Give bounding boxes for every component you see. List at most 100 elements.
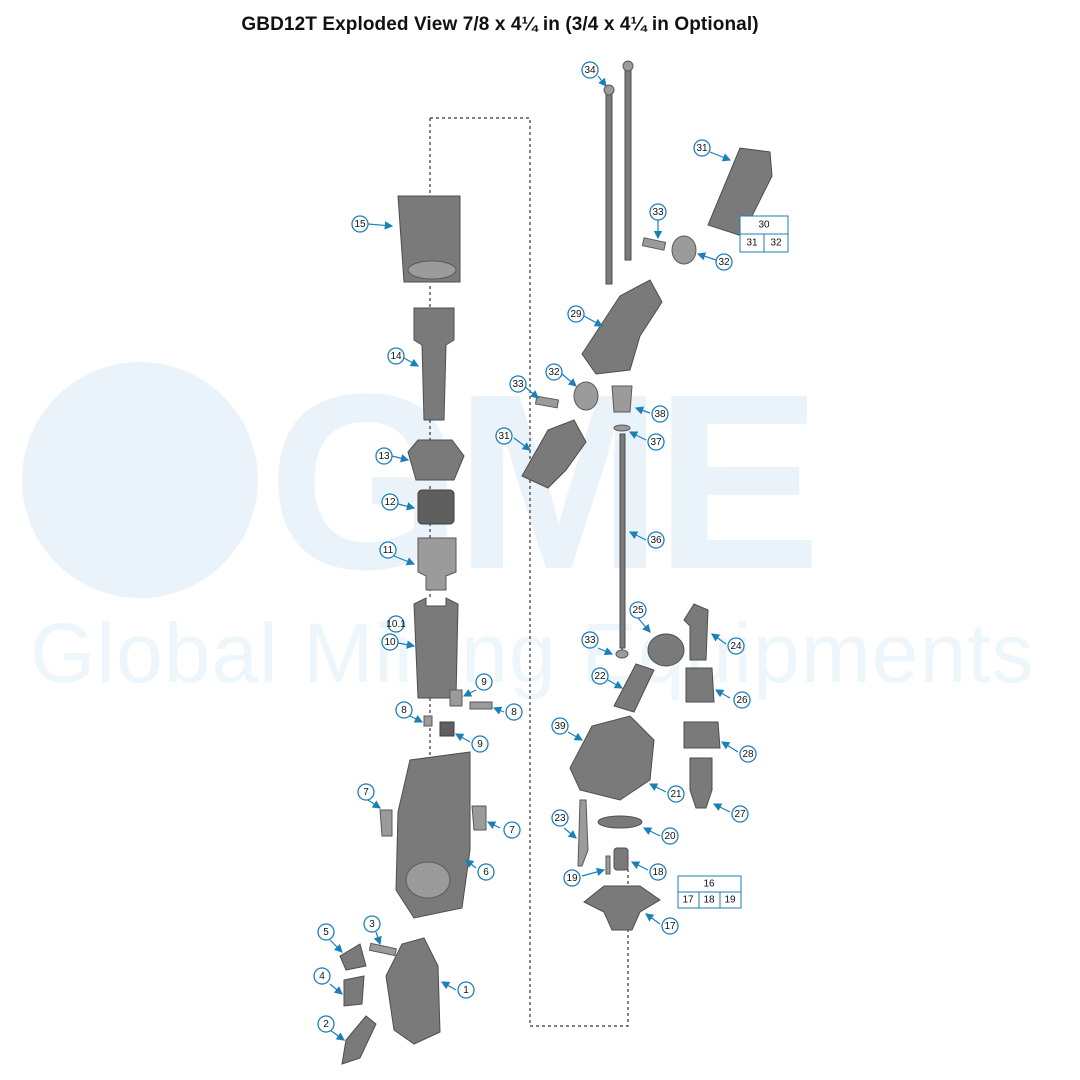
callout-circle: [363, 915, 381, 933]
callout-label: 19: [566, 873, 578, 884]
callout-label: 22: [594, 671, 606, 682]
callout-14: 14: [387, 347, 405, 365]
callout-circle: [477, 863, 495, 881]
callout-circle: [379, 541, 397, 559]
part-22: [613, 663, 655, 713]
callout-circle: [351, 215, 369, 233]
callout-19: 19: [563, 869, 581, 887]
callout-circle: [661, 917, 679, 935]
callout-circle: [395, 701, 413, 719]
part-2: [341, 1015, 377, 1065]
leader-7-right: [486, 821, 501, 829]
leader-lines: [329, 75, 739, 1041]
part-18: [613, 847, 629, 871]
callout-circle: [317, 1015, 335, 1033]
callout-label: 7: [509, 825, 515, 836]
leader-31-mid: [513, 437, 531, 451]
callout-31: 31: [495, 427, 513, 445]
callout-26: 26: [733, 691, 751, 709]
callout-label: 4: [319, 971, 325, 982]
leader-8-left: [409, 715, 424, 723]
callout-circle: [667, 785, 685, 803]
part-26: [685, 667, 715, 703]
leader-25: [637, 617, 651, 633]
leader-4: [329, 983, 343, 995]
callout-label: 33: [652, 207, 664, 218]
part-19: [605, 855, 611, 875]
callout-circle: [727, 637, 745, 655]
callout-circle: [387, 347, 405, 365]
part-33-top: [641, 237, 667, 251]
kit-16-item: 19: [724, 895, 736, 906]
kit-16-cell-c: [719, 891, 742, 909]
leader-8-right: [492, 706, 505, 715]
part-34-head-b: [622, 60, 634, 72]
leader-7-left: [367, 799, 381, 809]
callout-18: 18: [649, 863, 667, 881]
part-24: [683, 603, 709, 661]
part-31-mid: [521, 419, 587, 489]
callout-circle: [649, 863, 667, 881]
leader-36: [628, 531, 647, 541]
leader-29: [583, 315, 604, 327]
leader-31-top: [709, 151, 732, 162]
callout-38: 38: [651, 405, 669, 423]
callout-label: 33: [584, 635, 596, 646]
leader-32-top: [696, 252, 717, 261]
diagram-title: GBD12T Exploded View 7/8 x 4¼ in (3/4 x …: [241, 14, 759, 35]
part-34-bolt-b: [624, 63, 632, 261]
callout-circle: [551, 717, 569, 735]
callout-label: 9: [481, 677, 487, 688]
callout-circle: [381, 633, 399, 651]
part-7-right: [471, 805, 487, 831]
callout-label: 17: [664, 921, 676, 932]
leader-23: [563, 827, 577, 839]
callout-label: 36: [650, 535, 662, 546]
callout-10-1: 10.1: [386, 615, 406, 633]
leader-1: [440, 981, 457, 991]
callout-29: 29: [567, 305, 585, 323]
leader-12: [397, 502, 416, 511]
callout-circle: [381, 493, 399, 511]
leader-15: [367, 221, 394, 230]
callout-circle: [647, 433, 665, 451]
part-33-mid: [534, 395, 560, 409]
kit-30-cell-b: [763, 233, 789, 253]
callout-label: 28: [742, 749, 754, 760]
callout-circle: [715, 253, 733, 271]
callout-circle: [591, 667, 609, 685]
callout-circle: [545, 363, 563, 381]
leader-2: [329, 1029, 345, 1041]
callout-circle: [581, 631, 599, 649]
callout-circle: [661, 827, 679, 845]
callout-label: 21: [670, 789, 682, 800]
callout-label: 31: [696, 143, 708, 154]
callout-label: 1: [463, 985, 469, 996]
part-25: [647, 633, 685, 667]
callout-12: 12: [381, 493, 399, 511]
callout-circle: [457, 981, 475, 999]
callout-label: 5: [323, 927, 329, 938]
callout-8: 8: [505, 703, 523, 721]
part-12: [417, 489, 455, 525]
part-27: [689, 757, 713, 809]
callout-31: 31: [693, 139, 711, 157]
part-34-bolt-a: [605, 87, 613, 285]
callout-circle: [651, 405, 669, 423]
callout-circle: [475, 673, 493, 691]
callout-circle: [503, 821, 521, 839]
leader-20: [642, 827, 661, 837]
callout-circle: [317, 923, 335, 941]
callout-circle: [375, 447, 393, 465]
leader-6: [465, 859, 477, 869]
callout-9: 9: [475, 673, 493, 691]
callout-32: 32: [715, 253, 733, 271]
callout-22: 22: [591, 667, 609, 685]
callout-circle: [693, 139, 711, 157]
leader-34: [597, 75, 607, 87]
kit-16-item: 18: [703, 895, 715, 906]
part-17: [583, 885, 661, 931]
callout-circle: [387, 615, 405, 633]
callout-circle: [509, 375, 527, 393]
